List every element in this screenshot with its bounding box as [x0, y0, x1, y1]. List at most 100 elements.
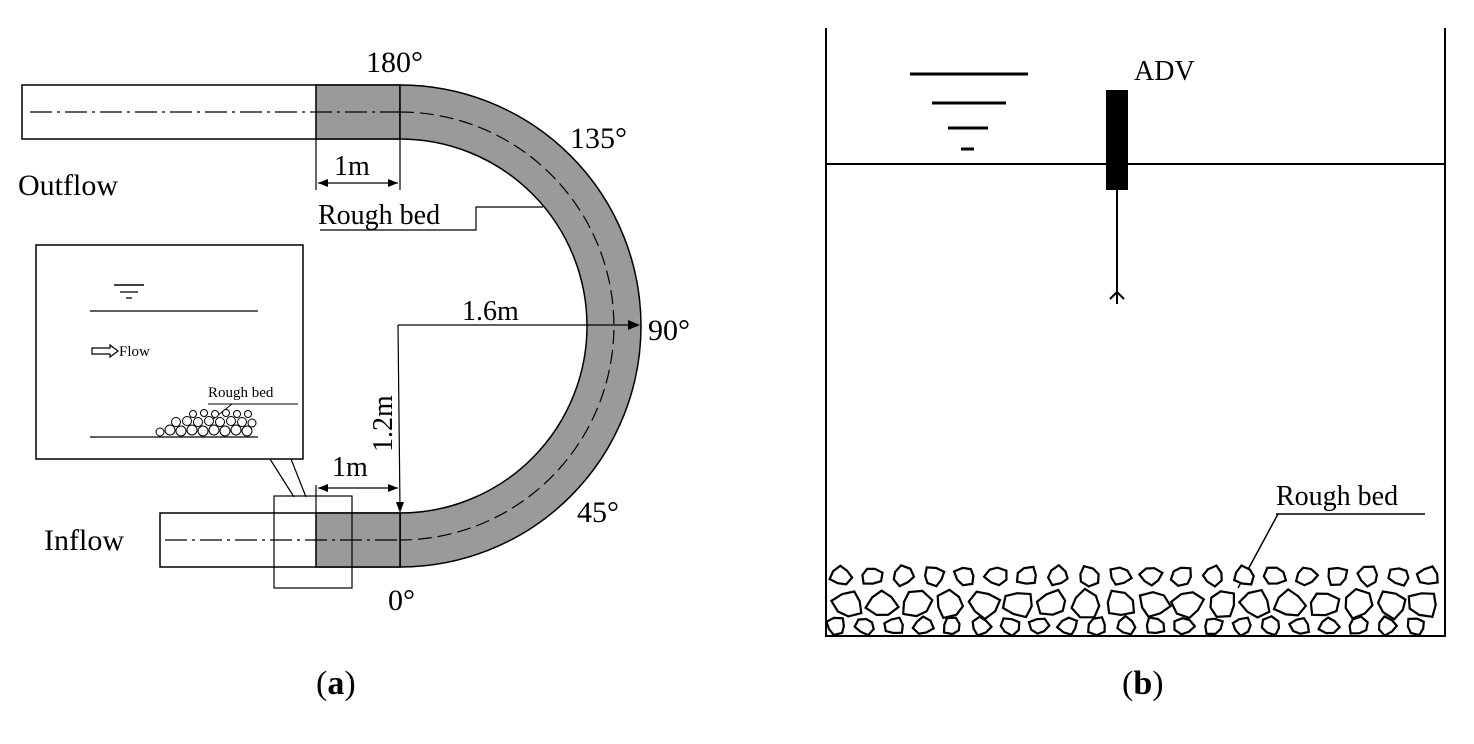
water-level-icon [910, 72, 1028, 151]
adv-label: ADV [1134, 56, 1195, 87]
radius-dimension: 1.6m 1.2m [368, 296, 640, 513]
pebble [1137, 567, 1164, 587]
pebble [1106, 589, 1136, 617]
inset-focus-box [273, 495, 353, 589]
pebble [1406, 617, 1425, 637]
pebble [1169, 566, 1192, 587]
pebble [1201, 564, 1223, 588]
caption-a: (a) [316, 665, 356, 702]
angle-135-label: 135° [570, 122, 627, 155]
pebble [1027, 617, 1051, 635]
pebble [828, 564, 854, 586]
pebble [902, 589, 934, 618]
pebble [1015, 565, 1037, 585]
panel-a: 180° 135° 90° 45° 0° Outflow Inflow 1m R… [18, 46, 690, 702]
offset-label: 1.2m [368, 395, 399, 452]
angle-45-label: 45° [577, 496, 619, 529]
pebble [982, 566, 1008, 587]
panel-b: ADV Rough bed (b) [825, 28, 1446, 702]
pebble [971, 615, 994, 637]
pebble [1262, 566, 1288, 585]
caption-b-letter: b [1133, 665, 1152, 702]
pebble [892, 564, 916, 588]
tank-walls [825, 28, 1446, 637]
rough-bed-b-label: Rough bed [1276, 481, 1398, 512]
pebble [1046, 563, 1069, 587]
pebble [1173, 617, 1197, 636]
pebble [967, 590, 1002, 621]
pebble [942, 616, 961, 636]
pebble [952, 566, 975, 587]
inset-rough-bed-label: Rough bed [208, 385, 274, 401]
rough-bed-b-callout: Rough bed [1237, 481, 1425, 589]
pebble [1145, 616, 1166, 635]
pebble-bed [825, 563, 1439, 638]
top-length-label: 1m [334, 151, 370, 182]
pebble [853, 617, 875, 637]
pebble [861, 567, 884, 585]
pebble [1001, 592, 1033, 619]
outflow-label: Outflow [18, 169, 118, 202]
inset-section: Flow Rough bed [35, 244, 307, 498]
pebble [1317, 616, 1342, 635]
rough-bed-label: Rough bed [318, 200, 440, 231]
pebble [1232, 564, 1255, 586]
pebble [1079, 564, 1100, 588]
pebble [1287, 616, 1311, 635]
bend-rough-bed [399, 84, 642, 568]
caption-b: (b) [1122, 665, 1164, 702]
pebble [1272, 588, 1308, 617]
pebble [1087, 616, 1106, 637]
pebble [1348, 615, 1369, 635]
caption-b-close: ) [1152, 665, 1163, 702]
bottom-length-dimension: 1m [315, 452, 398, 513]
pebble [1209, 590, 1236, 619]
pebble [1260, 615, 1281, 637]
pebble [1204, 617, 1225, 636]
pebble [1377, 615, 1399, 637]
pebble [883, 616, 904, 635]
pebble [1356, 565, 1379, 588]
pebble [1169, 591, 1206, 620]
bend-centerline [399, 111, 615, 541]
pebble [1116, 614, 1137, 636]
inflow-label: Inflow [44, 524, 124, 557]
bottom-length-label: 1m [332, 452, 368, 483]
rough-bed-callout: Rough bed [318, 200, 543, 231]
pebble [1035, 588, 1067, 616]
inset-pebbles [155, 409, 257, 437]
pebble [1309, 592, 1341, 617]
adv-probe: ADV [1106, 56, 1195, 304]
pebble [825, 616, 846, 637]
pebble [923, 566, 946, 588]
pebble [1344, 587, 1374, 620]
pebble [829, 590, 863, 618]
pebble [1055, 616, 1079, 636]
caption-a-letter: a [327, 665, 344, 702]
pebble [1327, 566, 1349, 587]
caption-b-open: ( [1122, 665, 1133, 702]
angle-180-label: 180° [366, 46, 423, 79]
pebble [936, 588, 965, 620]
pebble [1109, 566, 1134, 586]
pebble [1294, 566, 1320, 587]
pebble [1387, 567, 1410, 587]
angle-90-label: 90° [648, 314, 690, 347]
pebble [1415, 565, 1439, 585]
pebble [911, 615, 936, 635]
inset-flow-label: Flow [119, 344, 150, 360]
pebble [1237, 588, 1271, 619]
pebble [1231, 616, 1252, 638]
pebble [1138, 591, 1173, 619]
top-length-dimension: 1m [315, 139, 401, 190]
pebble [1407, 592, 1437, 619]
caption-a-close: ) [344, 665, 355, 702]
radius-label: 1.6m [462, 296, 519, 327]
pebble [999, 617, 1021, 638]
inflow-channel [159, 495, 401, 589]
angle-0-label: 0° [388, 584, 415, 617]
outflow-channel [21, 84, 401, 140]
caption-a-open: ( [316, 665, 327, 702]
flow-arrow-icon [91, 343, 119, 359]
